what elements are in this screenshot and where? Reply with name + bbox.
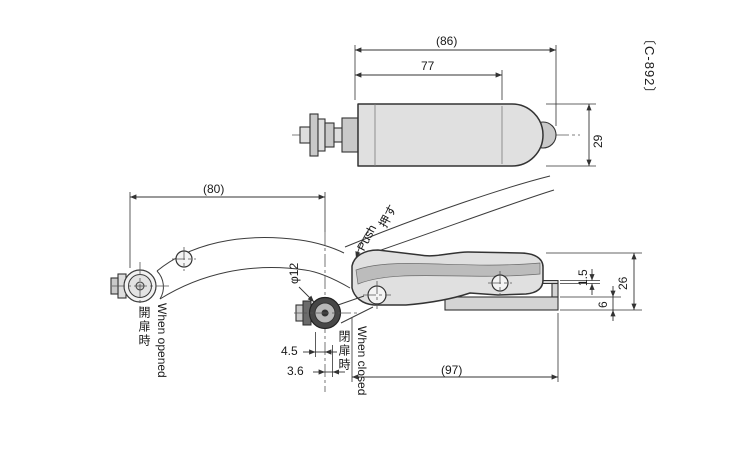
- dim-base-height: 6: [596, 301, 610, 308]
- dim-lines-bottom: [129, 192, 642, 382]
- arm-cross-section: [355, 262, 541, 285]
- plunger-tip: [299, 126, 311, 144]
- plunger-flange: [309, 113, 319, 157]
- dim-overall-height: 26: [616, 276, 630, 290]
- part-code-label: 〔C-892〕: [642, 32, 657, 101]
- when-closed-label-en: When closed: [355, 326, 369, 396]
- dim-offset-a: 4.5: [281, 344, 298, 358]
- top-view-damper-unit: [292, 103, 580, 167]
- when-opened-label-jp: 開扉時: [137, 306, 151, 348]
- when-closed-label-jp: 閉扉時: [337, 330, 351, 372]
- plunger-collar: [324, 122, 335, 148]
- dim-top-body: 77: [421, 59, 435, 73]
- mount-block: [341, 117, 359, 153]
- dim-plate-thickness: 1.5: [576, 269, 590, 286]
- dim-roller-diameter: φ12: [287, 262, 301, 284]
- dim-opened-reach: (80): [203, 182, 225, 196]
- dim-closed-length: (97): [441, 363, 463, 377]
- damper-body: [357, 103, 544, 167]
- when-opened-label-en: When opened: [155, 303, 169, 378]
- opened-position-view: [110, 237, 351, 312]
- dim-offset-b: 3.6: [287, 364, 304, 378]
- dim-top-height: 29: [591, 134, 605, 148]
- dim-lines-top: [354, 45, 596, 167]
- striker-web: [551, 282, 559, 298]
- push-leader-arrow: [355, 227, 371, 259]
- diameter-leader-arrow: [298, 286, 315, 303]
- arm-bottom-edge: [159, 267, 351, 300]
- dim-top-overall: (86): [436, 34, 458, 48]
- base-plate: [444, 296, 559, 311]
- swing-trajectory: [344, 175, 555, 259]
- closed-position-view: [294, 232, 559, 392]
- arm-head-cap: [156, 270, 164, 300]
- plunger-flange-2: [317, 118, 326, 152]
